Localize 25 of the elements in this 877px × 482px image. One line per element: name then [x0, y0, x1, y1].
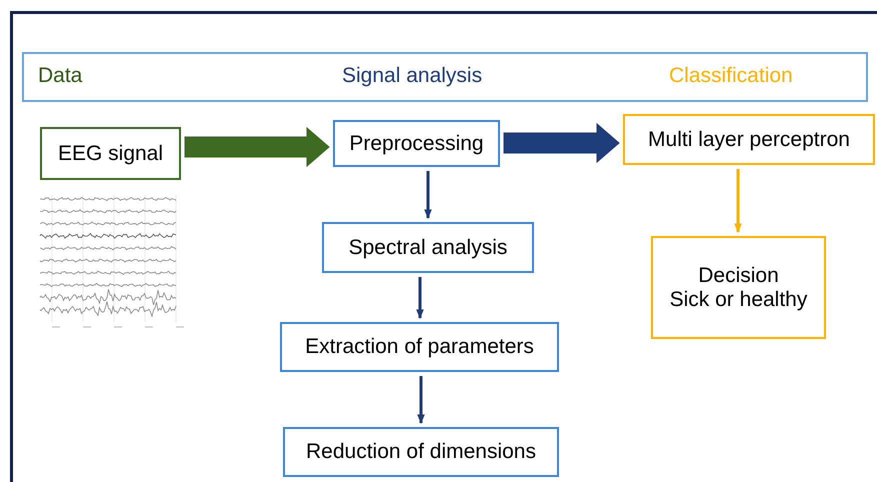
arrow	[734, 169, 742, 233]
box-label: Extraction of parameters	[305, 335, 534, 359]
box-label: Reduction of dimensions	[306, 440, 536, 464]
process-box	[623, 114, 875, 165]
box-label: Multi layer perceptron	[648, 128, 850, 152]
box-label: Preprocessing	[349, 132, 484, 156]
process-box	[280, 322, 559, 372]
process-box	[283, 427, 559, 477]
arrow	[424, 171, 432, 219]
column-heading: Signal analysis	[342, 64, 482, 88]
arrow	[417, 376, 425, 424]
column-heading: Classification	[669, 64, 793, 88]
header-band	[22, 52, 868, 102]
process-box	[651, 236, 826, 339]
process-box	[40, 127, 181, 180]
box-label: EEG signal	[58, 142, 164, 166]
block-arrow	[184, 126, 330, 168]
arrow	[416, 277, 424, 319]
box-label: Decision	[698, 264, 779, 288]
column-heading: Data	[38, 64, 82, 88]
process-box	[322, 222, 534, 273]
box-label: Sick or healthy	[670, 288, 808, 312]
box-label: Spectral analysis	[348, 236, 508, 260]
process-box	[333, 120, 500, 167]
block-arrow	[504, 122, 620, 164]
